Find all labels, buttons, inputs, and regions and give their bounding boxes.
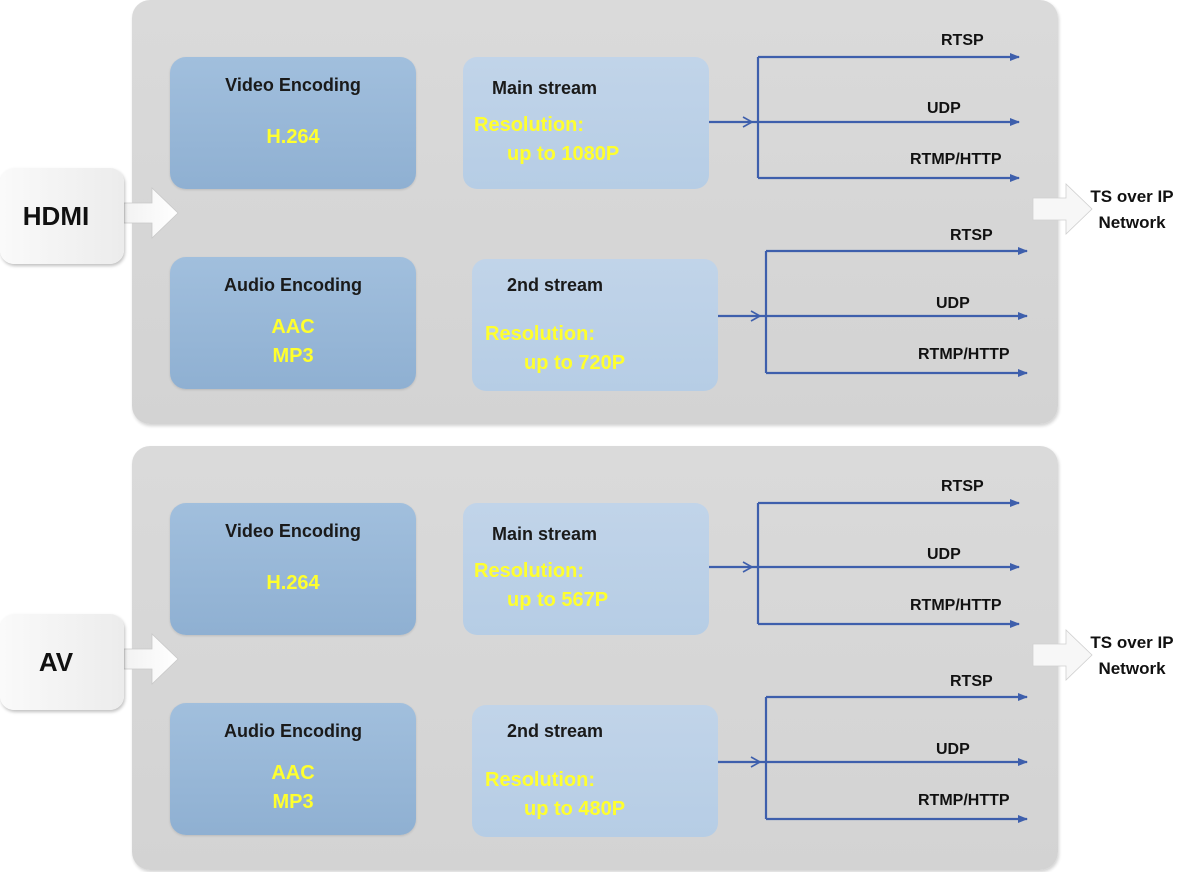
video-codec: H.264 [266,126,320,148]
video-encoding-title: Video Encoding [225,75,361,95]
protocol-label-udp: UDP [936,741,970,758]
audio-codec: AAC [271,316,315,338]
network-label-line: Network [1098,659,1166,678]
source-av: AV [0,614,124,710]
main-stream-box: Main stream Resolution: up to 1080P [463,57,709,189]
audio-codec-list: AAC MP3 [170,759,416,817]
audio-encoding-title: Audio Encoding [224,721,362,741]
audio-codec-list: AAC MP3 [170,313,416,371]
video-codec-list: H.264 [170,569,416,598]
second-stream-resolution: Resolution: up to 480P [485,766,625,824]
protocol-label-rtmp-http: RTMP/HTTP [910,597,1002,614]
hdmi-panel: Video Encoding H.264 Audio Encoding AAC … [132,0,1058,424]
audio-encoding-title: Audio Encoding [224,275,362,295]
audio-codec: AAC [271,762,315,784]
resolution-value: up to 720P [524,352,626,374]
protocol-label-rtmp-http: RTMP/HTTP [918,346,1010,363]
network-output-label: TS over IP Network [1086,184,1178,236]
main-stream-title: Main stream [492,524,598,544]
audio-encoding-box: Audio Encoding AAC MP3 [170,703,416,835]
resolution-label: Resolution: [485,769,595,791]
second-stream-box: 2nd stream Resolution: up to 720P [472,259,718,391]
protocol-label-rtmp-http: RTMP/HTTP [910,151,1002,168]
network-label-line: Network [1098,213,1166,232]
resolution-label: Resolution: [474,114,584,136]
protocol-label-udp: UDP [927,546,961,563]
resolution-label: Resolution: [485,323,595,345]
protocol-label-rtsp: RTSP [941,32,984,49]
protocol-label-rtmp-http: RTMP/HTTP [918,792,1010,809]
network-output-label: TS over IP Network [1086,630,1178,682]
network-label-line: TS over IP [1090,633,1174,652]
video-encoding-title: Video Encoding [225,521,361,541]
second-stream-box: 2nd stream Resolution: up to 480P [472,705,718,837]
network-label-line: TS over IP [1090,187,1174,206]
protocol-label-udp: UDP [936,295,970,312]
main-stream-box: Main stream Resolution: up to 567P [463,503,709,635]
second-stream-title: 2nd stream [507,721,604,741]
video-encoding-box: Video Encoding H.264 [170,57,416,189]
second-stream-resolution: Resolution: up to 720P [485,320,625,378]
resolution-value: up to 567P [507,589,609,611]
protocol-label-rtsp: RTSP [950,673,993,690]
audio-codec: MP3 [272,791,314,813]
source-label: HDMI [22,200,90,231]
protocol-label-udp: UDP [927,100,961,117]
source-label: AV [38,646,74,677]
video-codec-list: H.264 [170,123,416,152]
video-encoding-box: Video Encoding H.264 [170,503,416,635]
second-stream-title: 2nd stream [507,275,604,295]
protocol-label-rtsp: RTSP [950,227,993,244]
protocol-label-rtsp: RTSP [941,478,984,495]
source-hdmi: HDMI [0,168,124,264]
video-codec: H.264 [266,572,320,594]
audio-encoding-box: Audio Encoding AAC MP3 [170,257,416,389]
main-stream-resolution: Resolution: up to 567P [474,557,608,615]
resolution-value: up to 480P [524,798,626,820]
resolution-label: Resolution: [474,560,584,582]
audio-codec: MP3 [272,345,314,367]
resolution-value: up to 1080P [507,143,620,165]
main-stream-title: Main stream [492,78,598,98]
main-stream-resolution: Resolution: up to 1080P [474,111,619,169]
av-panel: Video Encoding H.264 Audio Encoding AAC … [132,446,1058,870]
